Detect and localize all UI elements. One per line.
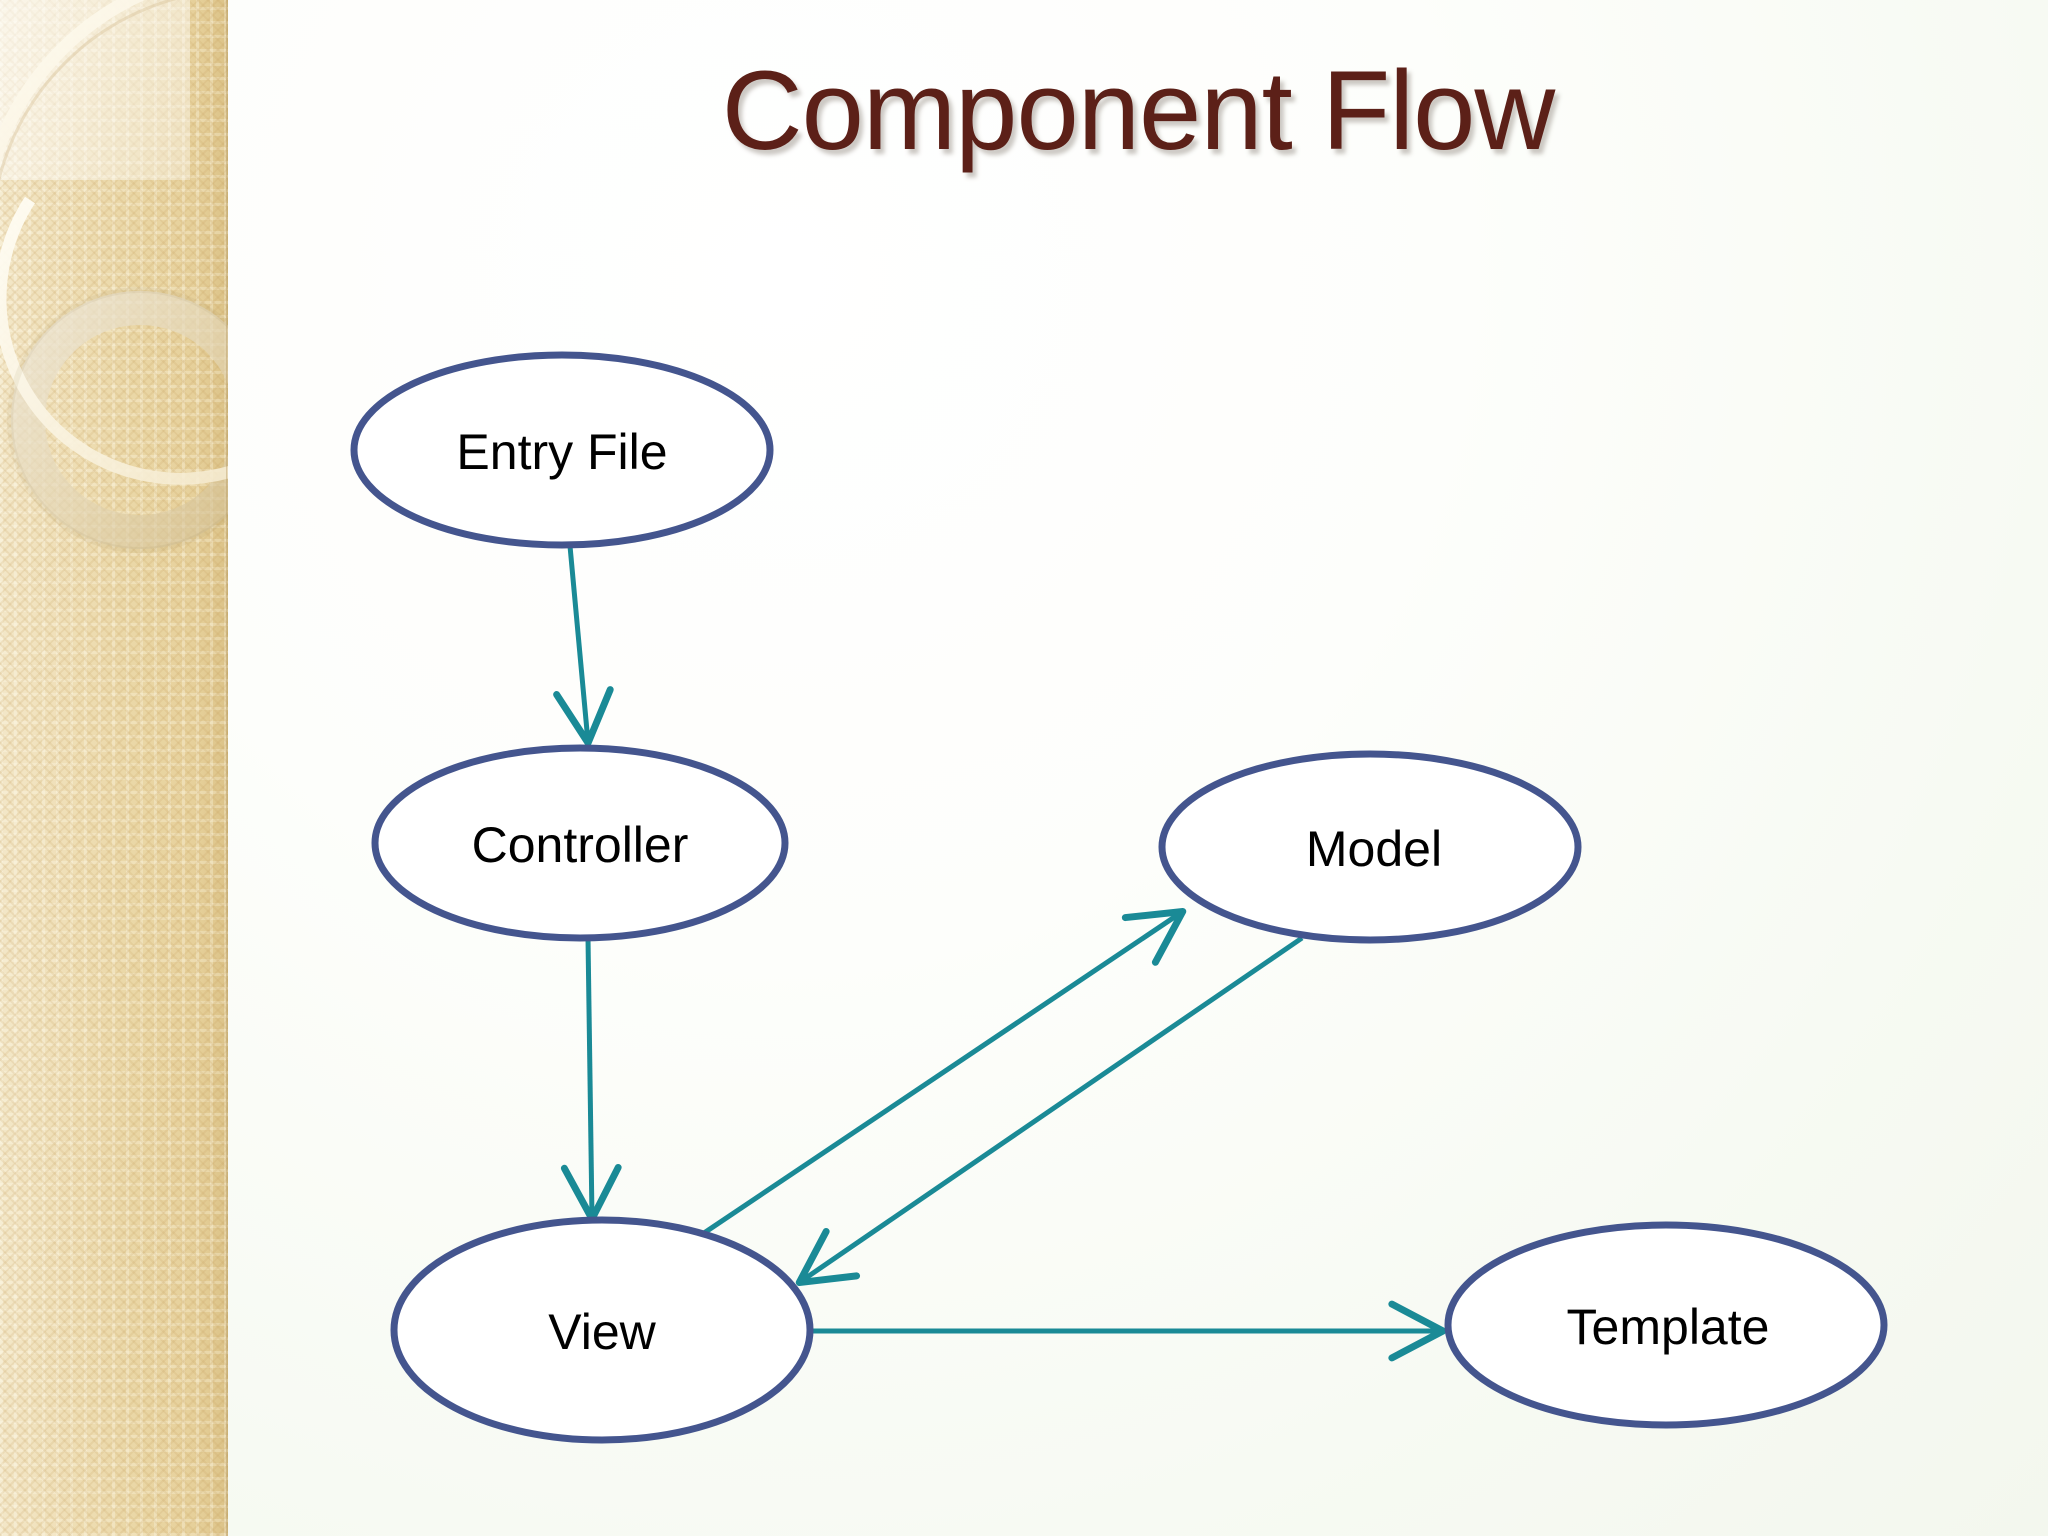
- diagram-nodes: [350, 351, 1888, 1444]
- node-entry-file[interactable]: [350, 351, 774, 549]
- diagram-edges: [553, 545, 1447, 1362]
- sidebar-ring-shadow: [7, 287, 228, 553]
- edge-model-to-view: [795, 935, 1304, 1287]
- edge-entry-to-controller: [553, 545, 614, 747]
- sidebar-circles-decoration: [0, 0, 228, 553]
- slide-decorative-sidebar: [0, 0, 228, 1536]
- sidebar-edge-line: [226, 0, 228, 1536]
- edge-view-to-model: [702, 908, 1187, 1236]
- sidebar-arc-cross: [0, 196, 228, 485]
- sidebar-ring-thick: [11, 291, 228, 549]
- sidebar-arc-large: [0, 0, 145, 165]
- node-controller[interactable]: [371, 744, 789, 942]
- sidebar-arc-large-inner: [0, 0, 177, 182]
- node-model[interactable]: [1158, 750, 1582, 944]
- node-template[interactable]: [1444, 1221, 1888, 1429]
- node-view[interactable]: [390, 1216, 814, 1444]
- slide-title: Component Flow: [721, 48, 1556, 173]
- edge-controller-to-view: [560, 937, 622, 1223]
- sidebar-texture-pattern: [0, 0, 228, 1536]
- sidebar-ring-thick-shade: [11, 291, 228, 549]
